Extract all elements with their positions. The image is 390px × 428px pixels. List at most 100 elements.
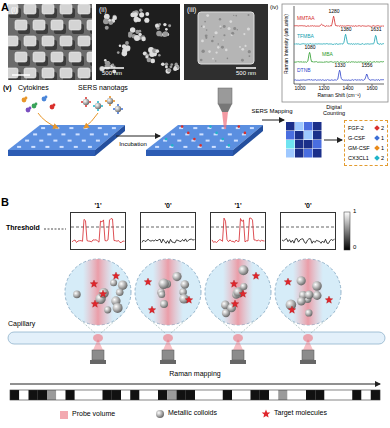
digital-barcode <box>186 390 195 400</box>
cytokine-name: FGF-2 <box>348 125 373 131</box>
chip-well <box>206 140 210 142</box>
chip-well <box>183 146 187 148</box>
chip-side <box>233 125 263 156</box>
colorbar-label: 0 <box>353 244 356 251</box>
metal-colloid <box>238 265 248 275</box>
pillar <box>8 68 18 78</box>
pillar <box>69 52 81 62</box>
digital-barcode <box>93 390 102 400</box>
digital-barcode <box>352 390 361 400</box>
nanotag-icon <box>109 104 111 106</box>
nanoparticle <box>144 18 149 23</box>
target-molecule <box>284 278 292 285</box>
sem-image <box>184 4 268 80</box>
chip-well <box>96 140 100 142</box>
nanotag-icon <box>85 105 87 107</box>
count-value: 1 <box>379 145 384 151</box>
probe-volume <box>153 259 183 325</box>
nanoparticle <box>103 18 109 24</box>
probe-volume <box>293 259 323 325</box>
panel-label: B <box>1 196 9 209</box>
pillar <box>87 20 92 30</box>
chip <box>8 125 125 156</box>
sem-image <box>8 4 92 80</box>
nanoparticle <box>141 37 145 41</box>
texture <box>201 25 203 27</box>
digital-barcode <box>343 390 352 400</box>
chip-well <box>177 140 181 142</box>
texture <box>228 27 231 30</box>
signal-trace <box>141 213 195 249</box>
texture <box>215 51 217 53</box>
texture <box>237 29 238 30</box>
objective-lens <box>232 350 244 360</box>
nanoparticle <box>133 12 138 17</box>
target-molecule <box>91 300 99 307</box>
chip-side <box>146 150 233 156</box>
objective-lens <box>90 360 106 364</box>
objective-lens <box>300 360 316 364</box>
texture <box>206 14 209 17</box>
metal-colloid <box>312 281 322 291</box>
signal-trace <box>211 213 265 249</box>
digital-barcode <box>177 390 186 400</box>
texture <box>223 34 225 36</box>
chip-well <box>60 146 64 148</box>
sem-image <box>96 4 180 80</box>
sub-label: (iv) <box>270 4 278 11</box>
texture <box>222 40 223 41</box>
threshold-plot: '0' <box>280 212 336 250</box>
target-molecule <box>185 296 193 303</box>
count-value: 2 <box>379 155 384 161</box>
chip-well <box>53 140 57 142</box>
cytokine-name: CX3CL1 <box>348 155 373 161</box>
sub-label: (ii) <box>99 6 107 14</box>
chip-well <box>45 146 49 148</box>
chip-well <box>250 127 254 129</box>
nanoparticle <box>165 62 169 66</box>
axis-title: Raman mapping <box>169 370 220 378</box>
cytokine-icon <box>26 108 31 113</box>
nanoparticle <box>147 58 152 63</box>
scale-bar <box>104 67 124 69</box>
texture <box>212 58 214 60</box>
map-pixel <box>295 149 304 158</box>
digital-barcode <box>278 390 287 400</box>
nanocube <box>198 12 254 64</box>
map-pixel <box>295 131 304 140</box>
nanoparticle <box>163 31 168 36</box>
digital-barcode <box>214 390 223 400</box>
metal-colloid <box>160 300 168 308</box>
step-label: SERS Mapping <box>251 108 292 115</box>
digital-barcode <box>130 390 139 400</box>
chip-well <box>68 140 72 142</box>
legend-text: Target molecules <box>274 409 327 417</box>
pillar <box>33 52 45 62</box>
digital-barcode <box>56 390 65 400</box>
signal-trace <box>142 239 195 244</box>
cytokine-icon <box>35 103 38 106</box>
cytokine-icon <box>50 105 55 110</box>
texture <box>201 50 204 53</box>
legend-sample <box>156 410 164 418</box>
metal-colloid <box>181 280 190 289</box>
pillar <box>51 20 63 30</box>
objective-lens <box>162 350 174 360</box>
legend-text: Probe volume <box>72 410 115 418</box>
texture <box>247 27 250 30</box>
cytokine-name: GM-CSF <box>348 145 373 151</box>
sub-label: (i) <box>11 6 17 14</box>
signal-trace <box>212 218 265 242</box>
flow-arrow <box>324 140 342 141</box>
scale-bar <box>12 74 30 76</box>
part-label: Capillary <box>8 320 35 328</box>
digital-barcode <box>204 390 213 400</box>
spectrum-frame <box>282 4 388 102</box>
digit-label: '1' <box>234 202 241 210</box>
digital-barcode <box>371 390 380 400</box>
nanoparticle <box>165 66 168 69</box>
target-molecule <box>112 272 120 279</box>
texture <box>211 40 214 43</box>
digital-barcode <box>223 390 232 400</box>
pillar <box>24 68 36 78</box>
